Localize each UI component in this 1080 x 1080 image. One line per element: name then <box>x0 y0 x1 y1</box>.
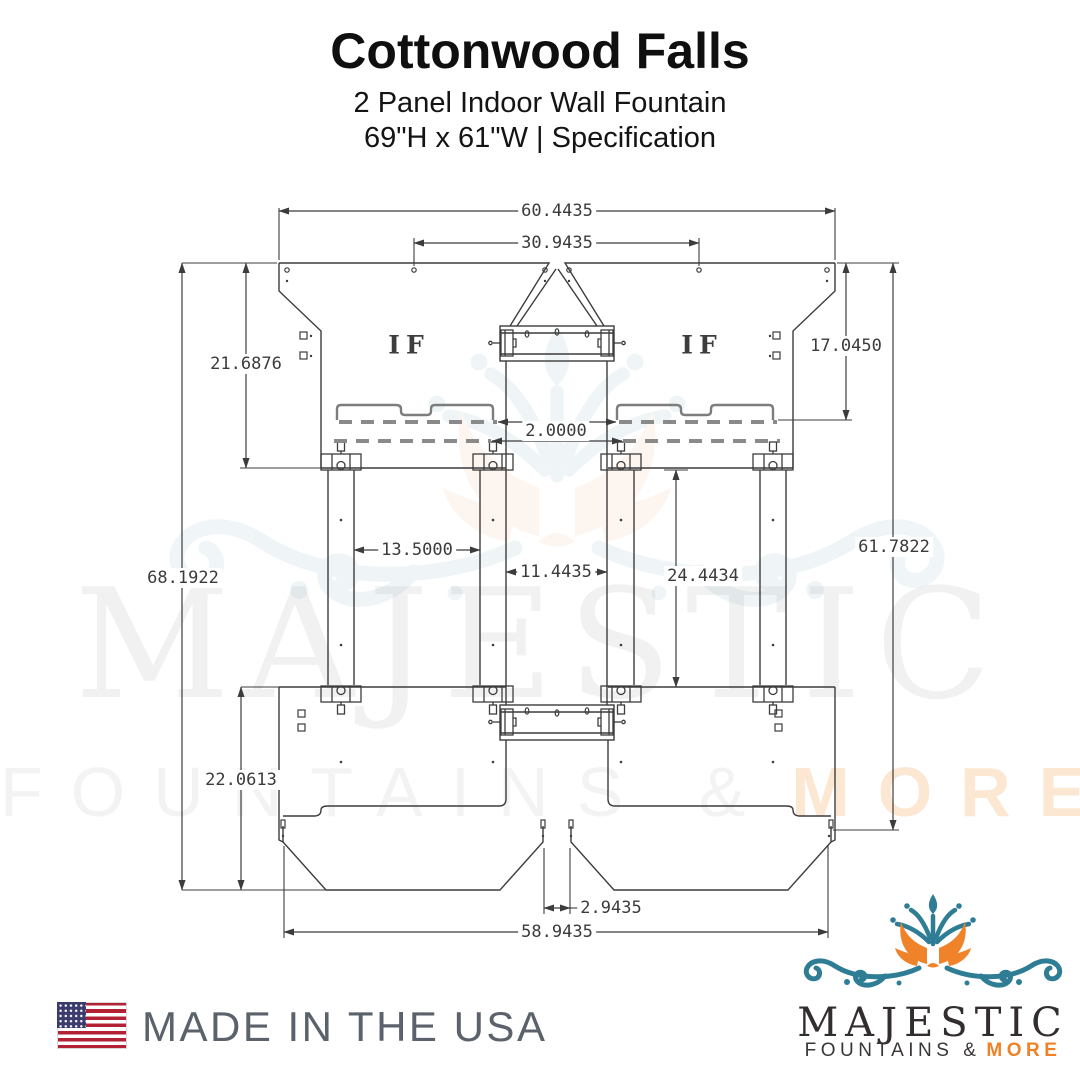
usa-flag-icon <box>57 1002 127 1049</box>
dim-right-height: 61.7822 <box>855 537 933 557</box>
dim-top-width: 60.4435 <box>518 201 596 221</box>
logo-brand-name: MAJESTIC <box>797 1000 1069 1046</box>
dim-slot-row-gap: 2.0000 <box>522 421 590 441</box>
dim-left-rail-gap: 13.5000 <box>378 540 456 560</box>
watermark-brand: MAJESTIC <box>74 556 1006 733</box>
dim-top-to-slot-height: 17.0450 <box>807 336 885 356</box>
watermark-tagline-text: FOUNTAINS & <box>0 753 774 831</box>
logo-fountain-ornament <box>806 894 1059 986</box>
logo-tagline-more: MORE <box>986 1040 1062 1061</box>
dim-mid-section-height: 24.4434 <box>664 566 742 586</box>
dim-bottom-width: 58.9435 <box>518 922 596 942</box>
logo-tagline: FOUNTAINS &MORE <box>805 1040 1062 1062</box>
panel-outlines <box>278 262 836 891</box>
extension-lines <box>182 208 899 938</box>
watermark-tagline-more: MORE <box>791 753 1080 831</box>
page-subtitle: 2 Panel Indoor Wall Fountain <box>353 87 727 119</box>
dim-bottom-section-height: 22.0613 <box>202 770 280 790</box>
dim-center-gap: 11.4435 <box>517 562 595 582</box>
panel-mark-left: IF <box>388 330 430 360</box>
mounting-rails <box>334 403 780 443</box>
dim-top-inner-width: 30.9435 <box>518 233 596 253</box>
dim-top-section-height: 21.6876 <box>207 354 285 374</box>
panel-mark-right: IF <box>681 330 723 360</box>
watermark-fountain-ornament <box>177 326 937 601</box>
header: Cottonwood Falls 2 Panel Indoor Wall Fou… <box>0 24 1080 155</box>
made-in-usa-label: MADE IN THE USA <box>142 1003 548 1050</box>
hole-marks <box>280 267 834 838</box>
usa-flag-canton <box>57 1002 86 1028</box>
logo-tagline-text: FOUNTAINS & <box>804 1040 981 1061</box>
spec-line: 69"H x 61"W | Specification <box>363 122 717 155</box>
watermark-tagline: FOUNTAINS &MORE <box>0 752 1080 832</box>
page-title: Cottonwood Falls <box>330 23 750 79</box>
dim-bottom-center-gap: 2.9435 <box>577 898 645 918</box>
dim-total-height: 68.1922 <box>144 568 222 588</box>
